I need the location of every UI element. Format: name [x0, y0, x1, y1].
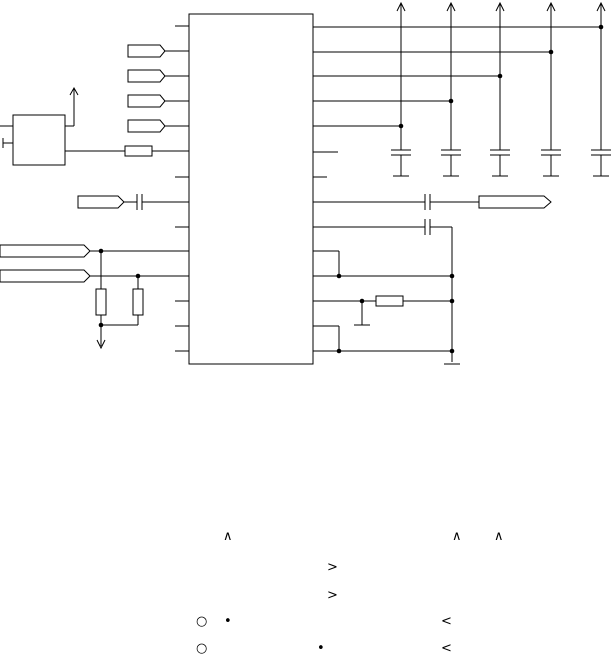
- legend-symbol-11: <: [441, 641, 452, 656]
- legend-symbol-8: <: [441, 614, 452, 629]
- series-resistor: [124, 145, 153, 157]
- input-connector-7: [0, 269, 91, 283]
- coupling-capacitor-right-2: [424, 219, 453, 362]
- ground-resistor: [375, 295, 404, 307]
- legend-symbol-6: ○: [196, 614, 207, 629]
- input-connector-2: [127, 69, 166, 83]
- legend-symbol-4: >: [327, 560, 338, 575]
- input-connector-4: [127, 119, 166, 133]
- pull-resistor-network: [95, 248, 144, 350]
- input-connector-5: [77, 195, 137, 209]
- output-connector: [478, 195, 552, 209]
- decoupling-cap-column-3: [490, 1, 510, 177]
- ground-network: [313, 250, 460, 365]
- legend-symbol-3: ∧: [494, 529, 504, 544]
- input-connector-6: [0, 244, 91, 258]
- legend-symbol-7: •: [224, 614, 232, 629]
- input-connector-1: [127, 44, 166, 58]
- decoupling-cap-column-1: [391, 1, 411, 177]
- legend-symbol-2: ∧: [452, 529, 462, 544]
- symbol-legend: ∧ ∧ ∧ > > ○ • < ○ • <: [196, 529, 504, 656]
- coupling-capacitor-right-1: [424, 194, 479, 210]
- legend-symbol-10: •: [317, 641, 325, 656]
- decoupling-cap-column-4: [541, 1, 561, 177]
- ic-chip-body: [188, 13, 314, 365]
- ic-right-pins: [313, 26, 601, 228]
- legend-symbol-9: ○: [196, 641, 207, 656]
- ic-left-pins: [90, 25, 189, 352]
- left-module-block: [0, 86, 125, 166]
- decoupling-cap-column-2: [441, 1, 461, 177]
- coupling-capacitor-left: [136, 194, 145, 210]
- decoupling-cap-column-5: [591, 1, 611, 177]
- input-connector-3: [127, 94, 166, 108]
- legend-symbol-1: ∧: [223, 529, 233, 544]
- legend-symbol-5: >: [327, 588, 338, 603]
